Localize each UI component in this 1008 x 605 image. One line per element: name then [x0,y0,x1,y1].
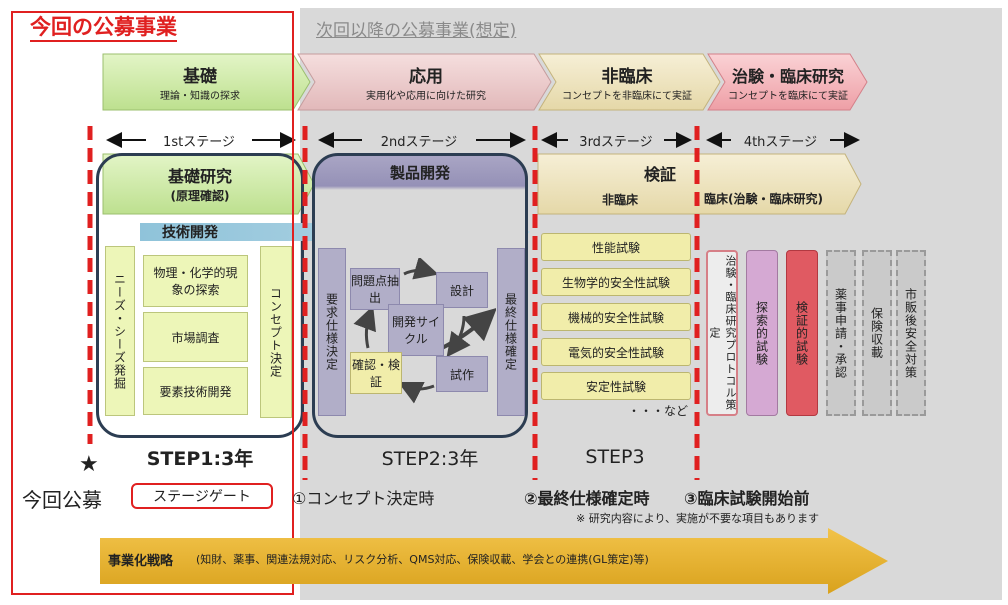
test-biological: 生物学的安全性試験 [541,268,691,296]
cycle-problem: 問題点抽出 [350,268,400,310]
stage-label-4th: 4thステージ [743,134,818,150]
tech-dev-label: 技術開発 [162,225,218,241]
test-etc: ・・・など [628,404,689,418]
stage4-approval: 薬事申請・承認 [826,250,856,416]
stage-label-3rd: 3rdステージ [579,134,653,150]
step1-item-element: 要素技術開発 [143,367,248,415]
step2-title: 製品開発 [389,163,450,182]
next-program-title: 次回以降の公募事業(想定) [316,21,517,41]
strategy-arrow [100,528,888,594]
phase-subtitle: 実用化や応用に向けた研究 [366,91,486,102]
step3-title: 検証 [643,165,676,184]
cycle-design: 設計 [436,272,488,308]
test-mechanical: 機械的安全性試験 [541,303,691,331]
stage4-protocol: 治験・臨床研究プロトコル策定 [706,250,738,416]
phase-chevron-nonclinical [538,53,721,111]
req-spec-box: 要求仕様決定 [318,248,346,416]
step2-label: STEP2:3年 [381,447,479,470]
cycle-verify: 確認・検証 [350,352,402,394]
phase-title: 基礎 [183,67,217,87]
stage4-title: 臨床(治験・臨床研究) [704,192,823,206]
needs-seeds-box: ニーズ・シーズ発掘 [105,246,135,416]
dev-cycle-arrows [353,258,496,404]
phase-title: 応用 [409,67,443,87]
final-spec-box: 最終仕様確定 [497,248,525,416]
phase-chevrons [102,53,868,111]
strategy-detail: (知財、薬事、関連法規対応、リスク分析、QMS対応、保険収載、学会との連携(GL… [196,553,649,566]
stage-gate-badge: ステージゲート [131,483,273,509]
concept-decision-box: コンセプト決定 [260,246,292,418]
phase-chevron-basic [102,53,311,111]
phase-subtitle: 理論・知識の探求 [160,91,240,102]
gate3-label: ③臨床試験開始前 [684,489,810,508]
step1-label: STEP1:3年 [146,447,254,470]
test-performance: 性能試験 [541,233,691,261]
test-stability: 安定性試験 [541,372,691,400]
footnote: ※ 研究内容により、実施が不要な項目もあります [576,512,820,525]
stage4-exploratory: 探索的試験 [746,250,778,416]
phase-chevron-applied [297,53,552,111]
stage-gate-lines [87,126,700,480]
step1-item-market: 市場調査 [143,312,248,362]
gate1-label: ①コンセプト決定時 [292,489,435,508]
stage4-insurance: 保険収載 [862,250,892,416]
step3-label: STEP3 [585,446,645,468]
phase-subtitle: コンセプトを臨床にて実証 [728,90,848,102]
stage-label-2nd: 2ndステージ [380,134,458,150]
step1-header: 基礎研究 (原理確認) [100,158,300,208]
stage4-postmarket: 市販後安全対策 [896,250,926,416]
phase-basic: 基礎 理論・知識の探求 [105,58,295,106]
cycle-center: 開発サイクル [388,304,444,356]
step1-title: 基礎研究 [167,166,232,186]
step1-box [96,153,304,438]
step1-subtitle: (原理確認) [170,188,230,203]
stage-label-1st: 1stステージ [163,134,235,150]
step1-item-phys-chem: 物理・化学的現象の探索 [143,255,248,307]
stage-arrows [106,132,860,148]
gate2-label: ②最終仕様確定時 [524,489,650,508]
test-electrical: 電気的安全性試験 [541,338,691,366]
cycle-prototype: 試作 [436,356,488,392]
phase-chevron-clinical [707,53,868,111]
current-program-title: 今回の公募事業 [30,14,177,42]
phase-applied: 応用 実用化や応用に向けた研究 [318,58,534,106]
current-program-frame [11,11,294,595]
step3-subtitle: 非臨床 [601,192,638,207]
phase-nonclinical: 非臨床 コンセプトを非臨床にて実証 [552,58,702,106]
star-icon: ★ [79,452,99,477]
strategy-title: 事業化戦略 [108,554,174,569]
stage4-confirmatory: 検証的試験 [786,250,818,416]
phase-clinical: 治験・臨床研究 コンセプトを臨床にて実証 [718,58,858,106]
phase-title: 非臨床 [601,67,653,87]
phase-title: 治験・臨床研究 [731,66,844,86]
current-call-label: 今回公募 [22,488,102,512]
phase-subtitle: コンセプトを非臨床にて実証 [562,91,692,102]
